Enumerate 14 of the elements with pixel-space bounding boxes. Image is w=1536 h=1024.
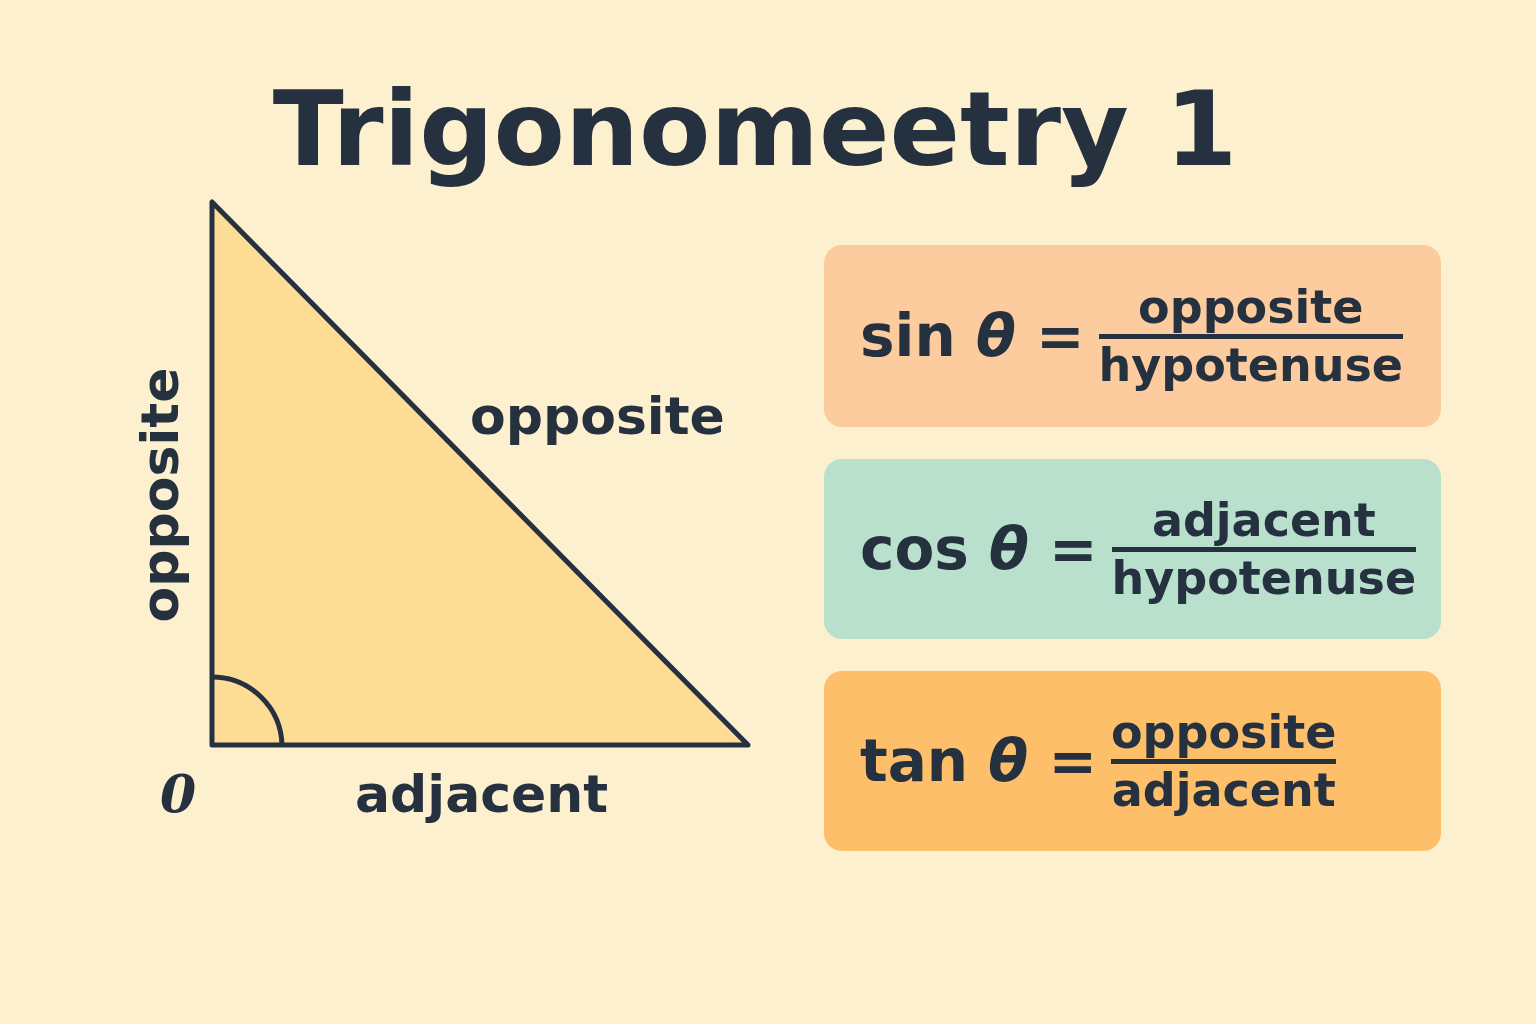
denominator-text: hypotenuse xyxy=(1098,338,1404,392)
formula-text: sin θ = xyxy=(860,302,1085,370)
numerator-text: adjacent xyxy=(1151,493,1376,547)
numerator-text: opposite xyxy=(1138,280,1364,334)
denominator-text: adjacent xyxy=(1111,763,1336,817)
formula-card xyxy=(824,459,1441,639)
formula-card xyxy=(824,671,1441,851)
denominator-text: hypotenuse xyxy=(1111,551,1417,605)
title: Trigonomeetry 1 xyxy=(271,72,1239,187)
formula-text: tan θ = xyxy=(860,727,1097,795)
formula-card xyxy=(824,245,1441,427)
formula-text: cos θ = xyxy=(860,515,1098,583)
numerator-text: opposite xyxy=(1111,705,1337,759)
angle-label: 0 xyxy=(160,768,197,820)
